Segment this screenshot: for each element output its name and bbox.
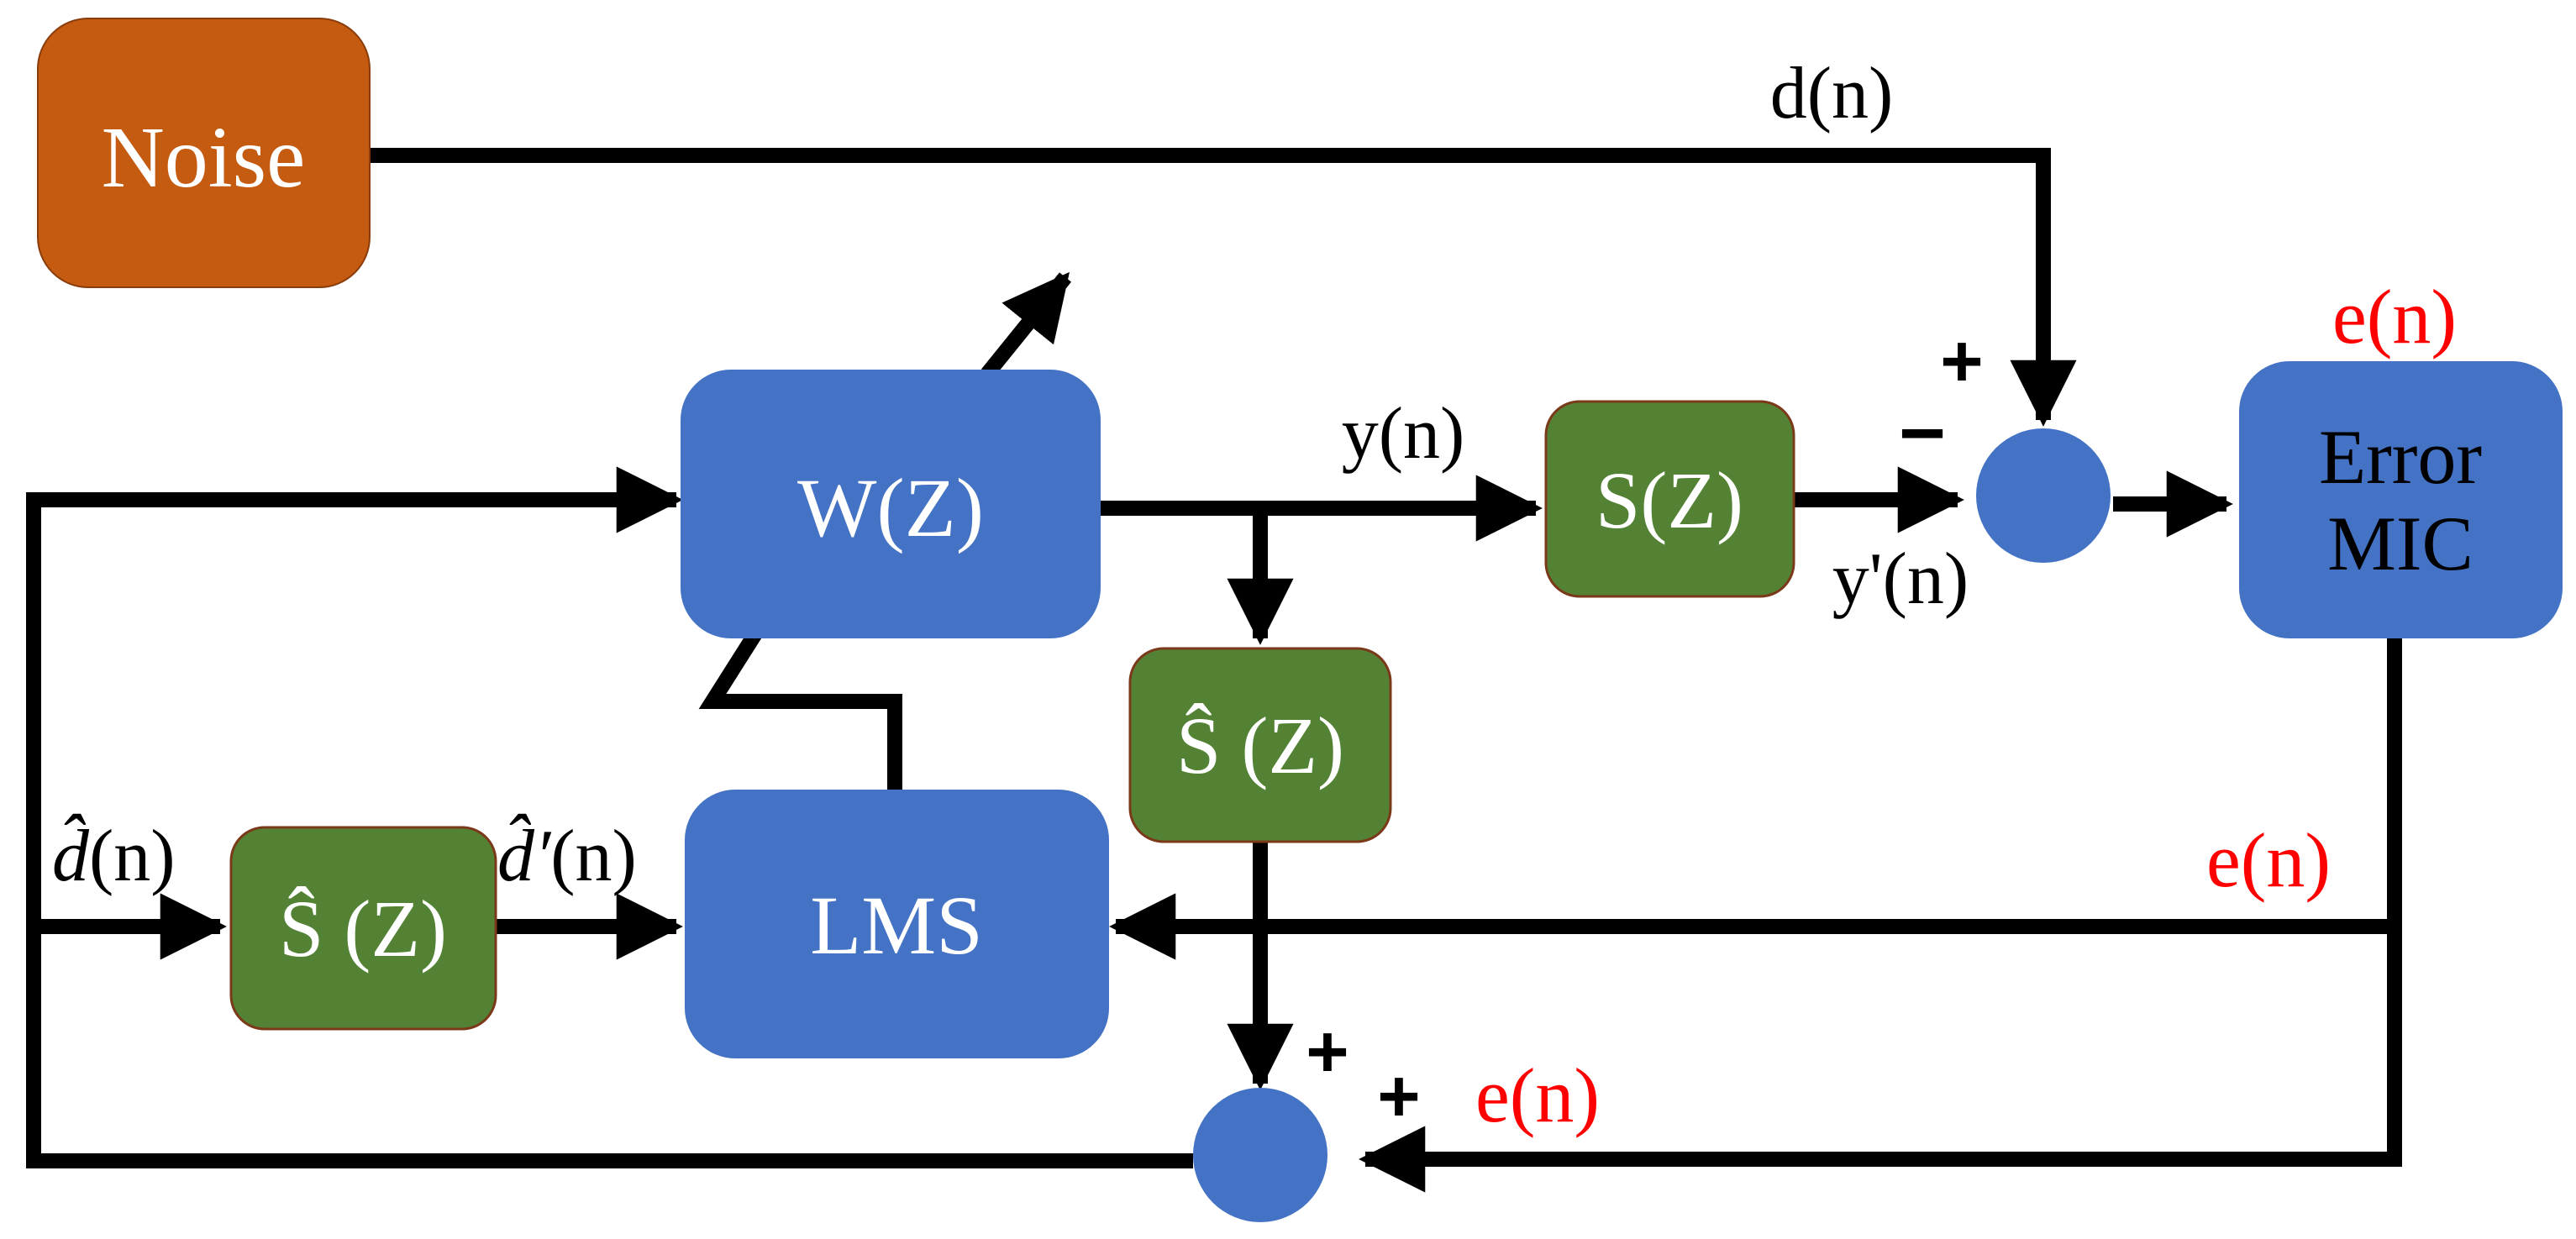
mic-feedback-line [1359, 638, 2402, 1193]
s-block: S(Z) [1544, 400, 1795, 598]
noise-label: Noise [102, 109, 306, 206]
top-minus-sign: − [1899, 388, 1946, 478]
connections [26, 148, 2402, 1193]
e-bottom-label: e(n) [1475, 1053, 1600, 1138]
d-label: d(n) [1770, 53, 1894, 134]
s-label: S(Z) [1596, 455, 1743, 545]
lms-label: LMS [810, 879, 983, 972]
noise-block: Noise [37, 18, 371, 288]
lms-block: LMS [685, 790, 1109, 1058]
y-label: y(n) [1342, 393, 1465, 475]
top-plus-sign: + [1940, 319, 1983, 402]
shat-mid-block: Ŝ (Z) [1128, 647, 1392, 843]
top-summing-junction [1976, 428, 2111, 563]
d-hat-label: d̂(n) [52, 812, 176, 897]
error-mic-label-line2: MIC [2327, 501, 2473, 586]
adaptive-arrow [981, 271, 1071, 379]
w-label: W(Z) [797, 461, 984, 554]
reference-feedback-line [26, 466, 1193, 1168]
e-right-label: e(n) [2206, 817, 2331, 903]
w-block: W(Z) [681, 370, 1101, 638]
shat-left-label: Ŝ (Z) [279, 884, 447, 974]
shat-left-block: Ŝ (Z) [229, 826, 497, 1031]
bottom-plus-sign-2: + [1377, 1054, 1420, 1137]
e-top-label: e(n) [2332, 274, 2457, 360]
error-mic-label-line1: Error [2319, 414, 2482, 500]
noise-to-sum-line [370, 148, 2077, 427]
bottom-plus-sign-1: + [1306, 1010, 1348, 1093]
bottom-summing-junction [1193, 1088, 1327, 1222]
error-mic-block: Error MIC [2239, 361, 2563, 638]
shat-mid-label: Ŝ (Z) [1176, 701, 1344, 790]
y-prime-label: y'(n) [1832, 538, 1969, 620]
lms-to-w-line [698, 622, 902, 790]
d-hat-prime-label: d̂′(n) [497, 812, 637, 897]
